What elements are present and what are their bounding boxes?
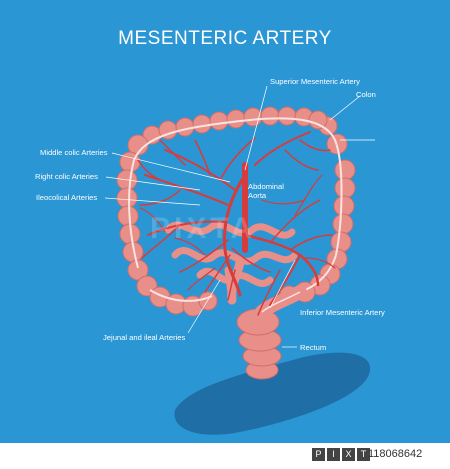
label-jejunal-ileal-arteries: Jejunal and ileal Arteries [103, 333, 186, 342]
pixta-watermark: PIXTA [150, 212, 257, 245]
label-rectum: Rectum [300, 343, 327, 352]
label-abdominal-aorta: Abdominal Aorta [248, 182, 284, 200]
footer-bar [0, 443, 450, 469]
label-middle-colic-arteries: Middle colic Arteries [40, 148, 108, 157]
pixta-logo: P I X T [312, 448, 370, 461]
label-inferior-mesenteric-artery: Inferior Mesenteric Artery [300, 308, 385, 317]
logo-letter: P [312, 448, 325, 461]
colon [116, 106, 356, 317]
leader-lines [104, 85, 375, 348]
colon-taenia-2 [149, 289, 213, 302]
rectum [236, 308, 282, 380]
label-ileocolical-arteries: Ileocolical Arteries [36, 193, 98, 202]
colon-taenia [128, 117, 343, 293]
logo-letter: X [342, 448, 355, 461]
logo-letter: T [357, 448, 370, 461]
drop-shadow [174, 352, 371, 435]
label-superior-mesenteric-artery: Superior Mesenteric Artery [270, 77, 360, 86]
label-colon: Colon [356, 90, 376, 99]
page-title: MESENTERIC ARTERY [118, 28, 332, 49]
label-right-colic-arteries: Right colic Arteries [35, 172, 98, 181]
superior-mesenteric-artery [222, 173, 247, 297]
logo-letter: I [327, 448, 340, 461]
image-id: 118068642 [368, 448, 423, 460]
arteries [137, 131, 336, 316]
